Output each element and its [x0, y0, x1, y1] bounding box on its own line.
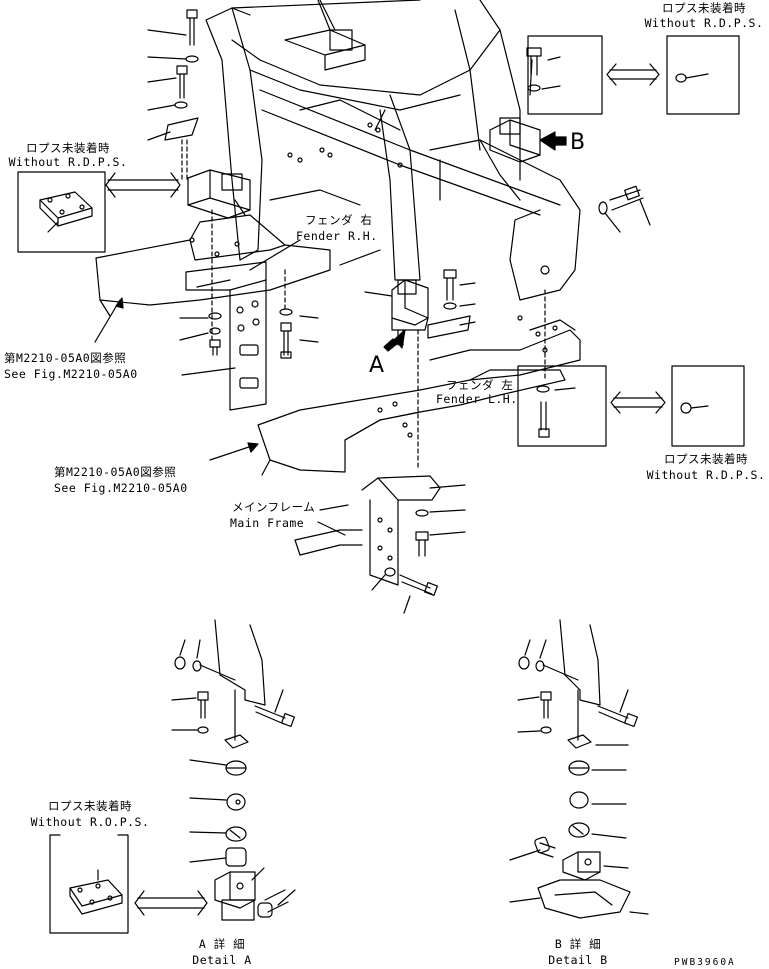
inset-without-rops-bottom [50, 835, 128, 933]
centre-mount-a [365, 270, 475, 470]
label-no-rops-jp-bl: ロプス未装着時 [48, 799, 132, 813]
label-fender-rh-jp: フェンダ 右 [305, 213, 373, 227]
right-side-bolt [599, 186, 650, 232]
label-see-fig-en-2: See Fig.M2210-05A0 [54, 481, 188, 495]
label-detail-b-en: Detail B [548, 953, 608, 967]
label-see-fig-en-1: See Fig.M2210-05A0 [4, 367, 138, 381]
label-detail-a-jp: A 詳 細 [198, 937, 246, 951]
label-no-rops-jp-l: ロプス未装着時 [26, 141, 110, 155]
label-no-rops-jp-rm: ロプス未装着時 [664, 452, 748, 466]
inset-without-rops-right-mid [518, 366, 744, 446]
label-main-frame-en: Main Frame [230, 516, 305, 530]
label-detail-b-jp: B 詳 細 [554, 937, 602, 951]
label-no-rops-jp-tr: ロプス未装着時 [662, 1, 746, 15]
drawing-code: PWB3960A [674, 957, 736, 968]
label-detail-a-en: Detail A [192, 953, 252, 967]
label-no-rops-en-rm: Without R.D.P.S. [646, 468, 766, 482]
label-view-b: B [570, 130, 586, 155]
label-main-frame-jp: メインフレーム [232, 500, 316, 514]
label-fender-rh-en: Fender R.H. [296, 229, 378, 243]
label-view-a: A [369, 353, 385, 378]
label-no-rops-en-tr: Without R.D.P.S. [644, 16, 764, 30]
fender-rh [95, 210, 330, 410]
right-top-mount [490, 48, 566, 162]
detail-b [510, 620, 648, 918]
label-see-fig-jp-1: 第M2210-05A0図参照 [4, 351, 127, 365]
inset-without-rops-right-top [528, 36, 739, 114]
label-fender-lh-jp: フェンダ 左 [446, 378, 514, 392]
left-top-mount [148, 10, 250, 218]
swap-arrows [106, 64, 665, 915]
inset-without-rops-left [18, 172, 105, 252]
misc-leaders [318, 0, 385, 265]
detail-a [172, 620, 295, 920]
label-fender-lh-en: Fender L.H. [436, 392, 518, 406]
label-no-rops-en-l: Without R.D.P.S. [8, 155, 128, 169]
label-no-rops-en-bl: Without R.O.P.S. [30, 815, 150, 829]
label-see-fig-jp-2: 第M2210-05A0図参照 [54, 465, 177, 479]
fender-lh [210, 290, 580, 613]
